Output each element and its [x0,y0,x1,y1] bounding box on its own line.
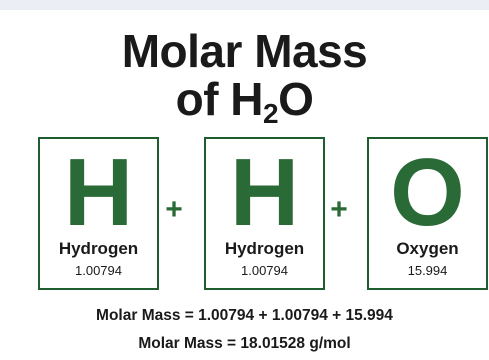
element-card-oxygen: O Oxygen 15.994 [367,137,488,290]
title-suffix: O [278,73,314,125]
plus-operator-2: + [330,193,348,226]
element-name: Oxygen [396,239,459,258]
title-line-1: Molar Mass [121,25,368,77]
element-symbol: H [229,139,300,246]
element-mass: 1.00794 [241,263,288,278]
element-name: Hydrogen [58,239,139,258]
element-mass: 1.00794 [75,263,122,278]
element-mass: 15.994 [407,263,448,278]
element-symbol: O [390,139,465,246]
element-name: Hydrogen [224,239,305,258]
title-subscript: 2 [263,98,279,129]
top-strip [0,0,489,10]
equation-result: Molar Mass = 18.01528 g/mol [138,335,351,352]
plus-operator-1: + [165,193,183,226]
title-line-2: of H2O [0,73,489,128]
element-symbol: H [63,139,134,246]
element-card-hydrogen-1: H Hydrogen 1.00794 [38,137,159,290]
element-card-hydrogen-2: H Hydrogen 1.00794 [204,137,325,290]
title-prefix: of H [175,73,264,125]
equation-sum: Molar Mass = 1.00794 + 1.00794 + 15.994 [96,307,393,324]
